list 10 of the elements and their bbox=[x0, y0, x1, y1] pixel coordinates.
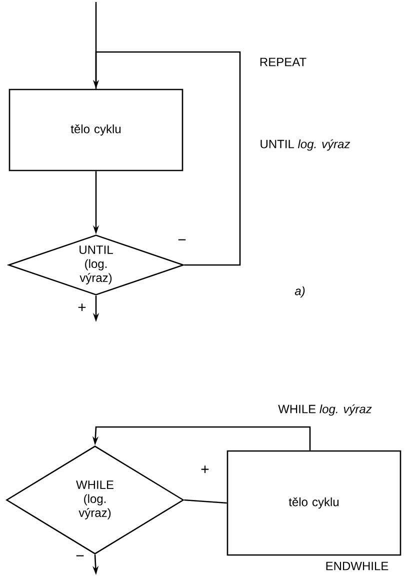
edge-label: + bbox=[76, 302, 88, 314]
keyword-label: REPEAT bbox=[260, 58, 306, 66]
keyword-label: WHILE log. výraz bbox=[278, 404, 372, 416]
keyword-label: UNTIL log. výraz bbox=[260, 139, 350, 151]
edge-label: − bbox=[176, 238, 188, 246]
panel-label: a) bbox=[294, 286, 305, 298]
process-box: tělo cyklu bbox=[226, 450, 402, 556]
edge-label: + bbox=[200, 464, 210, 476]
edge-label: − bbox=[74, 554, 86, 562]
process-box: tělo cyklu bbox=[8, 88, 184, 172]
